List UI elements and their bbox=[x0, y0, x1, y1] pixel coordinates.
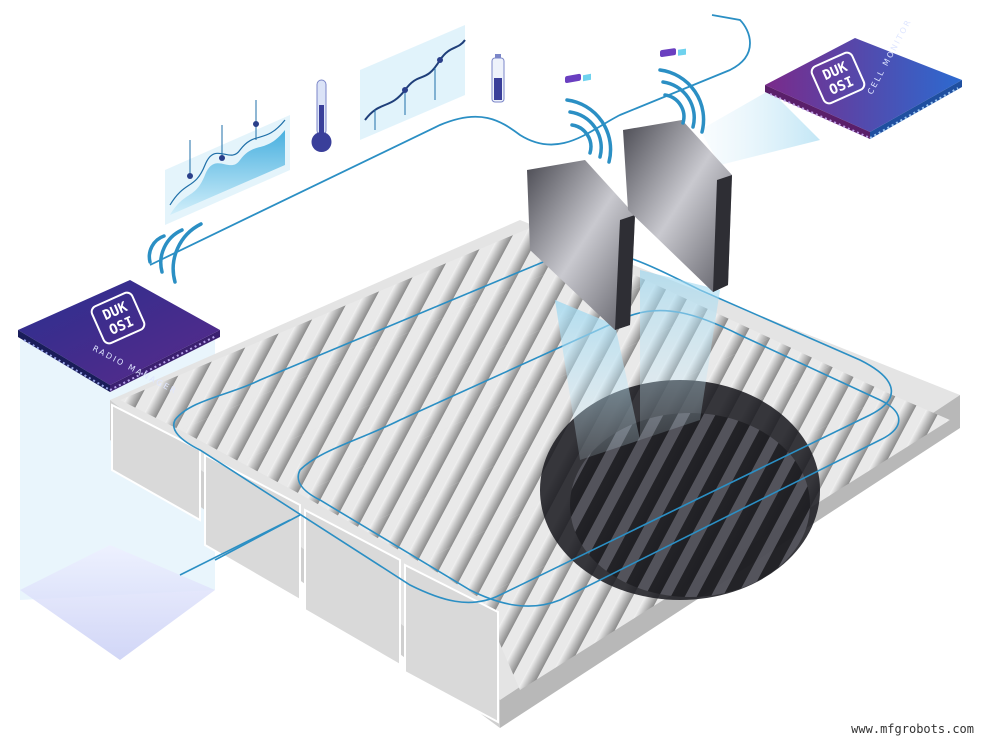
cell-monitor-chip: DUK OSI CELL MONITOR bbox=[765, 17, 962, 139]
wireless-signal-icon bbox=[565, 98, 613, 164]
cell-rows bbox=[120, 228, 950, 690]
wireless-signal-icon bbox=[147, 222, 203, 284]
module-beam-left bbox=[555, 300, 640, 460]
ghost-chip bbox=[20, 545, 215, 660]
thermometer-icon bbox=[311, 79, 332, 152]
line-chart-icon bbox=[360, 25, 466, 140]
cell-front-blocks bbox=[111, 403, 499, 724]
wireless-module-right bbox=[623, 48, 732, 292]
area-chart-icon bbox=[165, 100, 290, 225]
wireless-module-left bbox=[527, 73, 635, 330]
network-line bbox=[149, 14, 751, 266]
battery-gauge-icon bbox=[491, 54, 505, 103]
module-beam-right bbox=[640, 270, 720, 440]
wiring-harness bbox=[173, 249, 900, 607]
wireless-signal-icon bbox=[658, 68, 706, 134]
cell-monitor-beam bbox=[700, 90, 820, 165]
cell-highlight-fins bbox=[570, 413, 810, 597]
watermark-text: www.mfgrobots.com bbox=[851, 722, 974, 736]
